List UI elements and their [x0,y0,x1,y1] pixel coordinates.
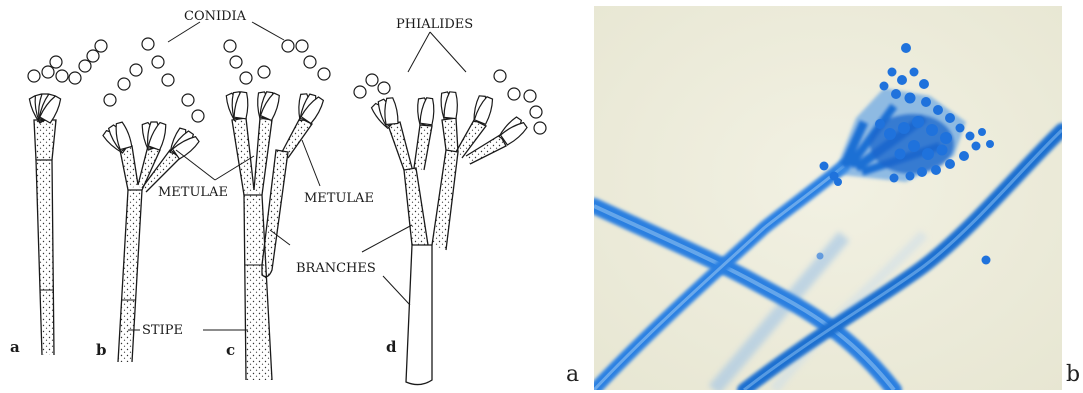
conidiophore-c [223,40,330,380]
sublabel-b: b [96,341,107,359]
panel-label-b: b [1066,362,1080,387]
callout-branches: BRANCHES [296,261,376,276]
callout-metulae-left: METULAE [158,185,228,200]
callout-conidia: CONIDIA [184,9,247,24]
panel-label-a: a [566,362,579,387]
callout-metulae-right: METULAE [304,191,374,206]
sublabel-c: c [226,341,235,359]
sublabel-d: d [386,338,397,356]
micrograph-photo [594,6,1062,390]
conidiophore-b [101,38,204,362]
sublabel-a: a [10,338,20,356]
conidiophore-drawing: a b [0,0,560,393]
callout-phialides: PHIALIDES [396,17,473,32]
callout-stipe: STIPE [142,323,183,338]
conidiophore-a [26,40,107,355]
conidiophore-d [354,70,546,385]
